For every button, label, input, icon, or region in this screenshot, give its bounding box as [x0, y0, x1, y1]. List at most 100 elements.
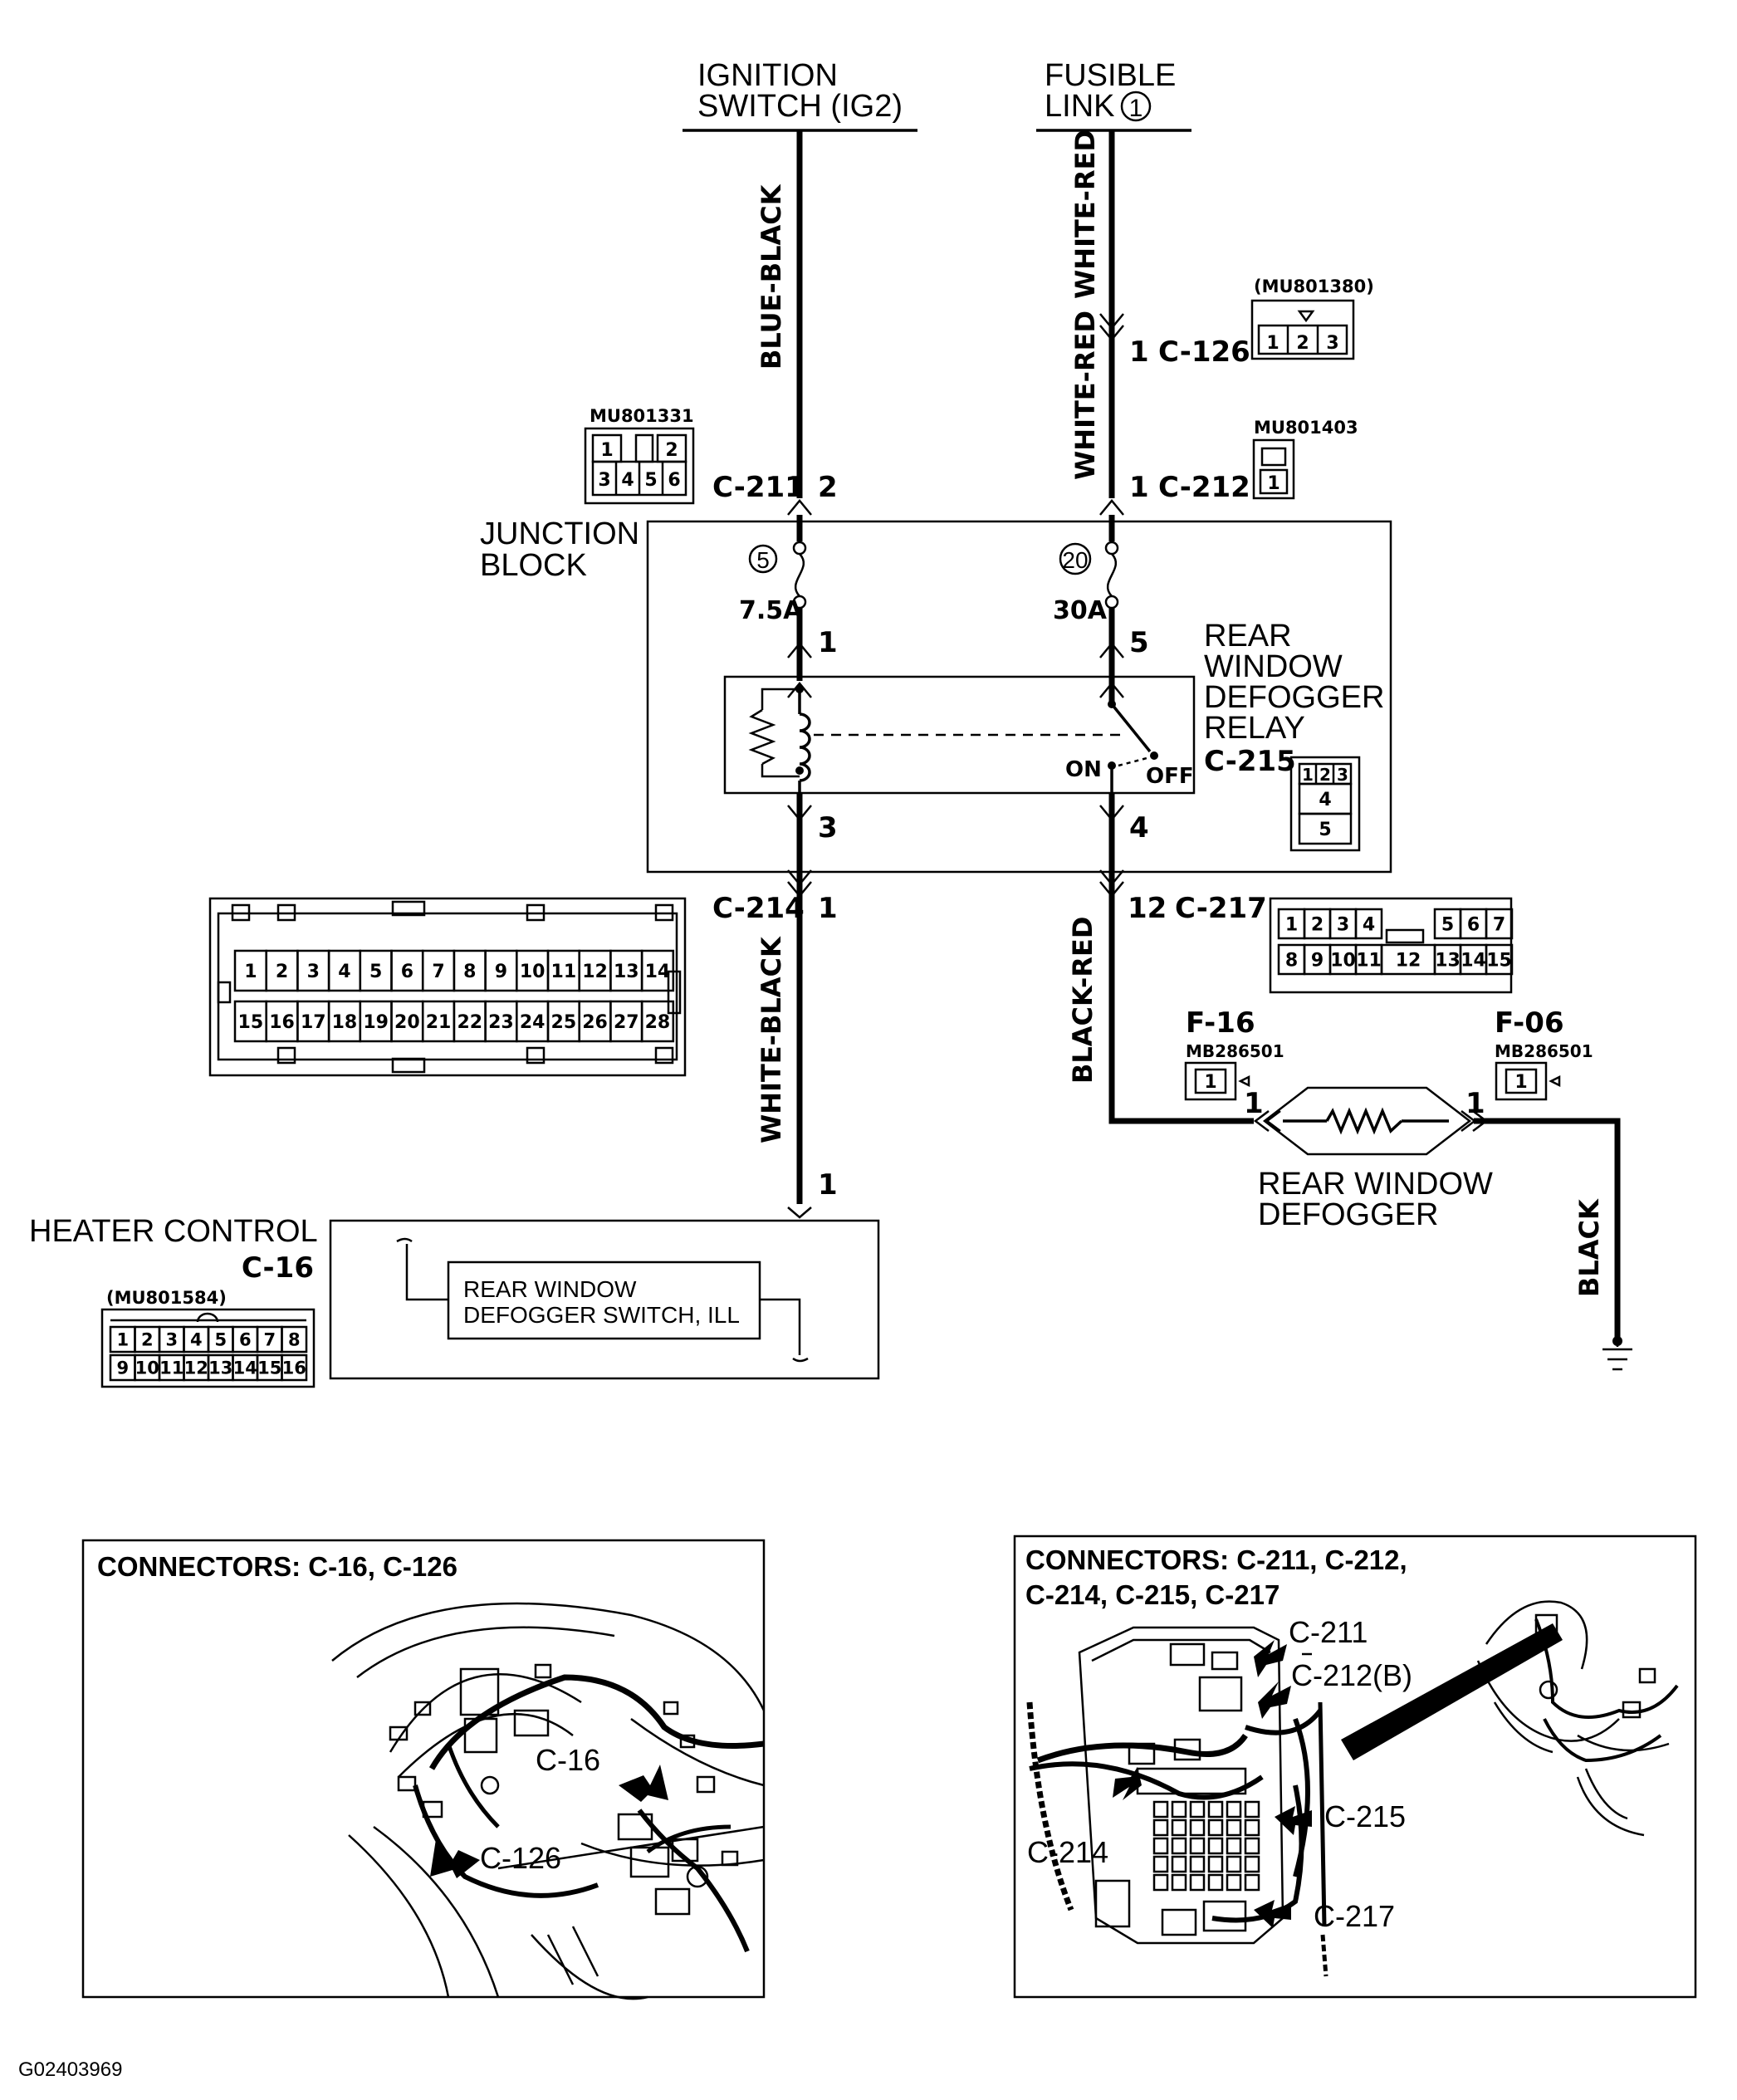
wire-label-white-black: WHITE-BLACK	[756, 936, 787, 1143]
f16-pin-1: 1	[1204, 1072, 1216, 1093]
c217-pin-1: 1	[1285, 914, 1298, 935]
c16-pin-12: 12	[184, 1358, 208, 1378]
c214-pin-1: 1	[244, 962, 257, 982]
c217-pin-12: 12	[1396, 950, 1421, 971]
fuse-slot	[1171, 1819, 1187, 1837]
heater-control-outline	[329, 1219, 880, 1380]
panel-left-frame	[81, 1539, 766, 1999]
c16-pin-10: 10	[135, 1358, 159, 1378]
fuse-slot	[1152, 1873, 1169, 1892]
fuse-slot	[1207, 1800, 1224, 1819]
c16-pin-2: 2	[141, 1330, 154, 1350]
jb-pin-r-out: 4	[1129, 811, 1149, 844]
fuse-slot	[1152, 1800, 1169, 1819]
c214-pin-12: 12	[582, 962, 608, 982]
c211-pin-3: 3	[598, 470, 610, 491]
junction-block-label-line2: BLOCK	[480, 548, 587, 583]
junction-block-outline	[646, 520, 1392, 874]
c126-pin-3: 3	[1326, 333, 1338, 354]
ground-symbol	[1602, 1336, 1632, 1371]
connector-c126-marker: 1 C-126	[1099, 313, 1250, 369]
c211-pin-5: 5	[644, 470, 657, 491]
panel-right-frame	[1013, 1535, 1697, 1999]
jb-pin-l-in: 1	[818, 626, 838, 659]
fuse-slot	[1226, 1837, 1242, 1855]
c214-pin-10: 10	[520, 962, 546, 982]
c212-pin-label: 1	[1129, 471, 1149, 504]
connector-c214-marker: C-214 1	[712, 869, 838, 925]
c214-pin-7: 7	[432, 962, 444, 982]
junction-block-illustration	[1026, 1600, 1679, 1977]
fuse-slot	[1244, 1819, 1260, 1837]
connector-c217-marker: 12 C-217	[1099, 869, 1267, 925]
c126-pin-1: 1	[1266, 333, 1279, 354]
c217-cell	[1485, 943, 1514, 976]
c217-pin-2: 2	[1311, 914, 1324, 935]
ignition-label-line2: SWITCH (IG2)	[697, 89, 903, 124]
fuse-slot	[1244, 1837, 1260, 1855]
c16-pin-9: 9	[116, 1358, 129, 1378]
fuse-slot	[1152, 1837, 1169, 1855]
panel-left-callout-c126: C-126	[480, 1841, 561, 1875]
jb-pin-r-in: 5	[1129, 626, 1149, 659]
c217-pin-10: 10	[1330, 950, 1356, 971]
connector-c211-marker: C-211 2	[712, 471, 838, 516]
c214-pin-27: 27	[614, 1012, 639, 1033]
c214-pin-28: 28	[645, 1012, 671, 1033]
c212-name-label: C-212	[1158, 471, 1250, 504]
c217-pin-7: 7	[1493, 914, 1505, 935]
relay-outline	[723, 675, 1196, 795]
c211-part-number: MU801331	[590, 406, 694, 426]
c217-name-label: C-217	[1175, 892, 1267, 925]
c214-pin-8: 8	[463, 962, 476, 982]
c16-pin-1: 1	[116, 1330, 129, 1350]
c214-name-label: C-214	[712, 892, 805, 925]
c215-pin-4: 4	[1319, 790, 1331, 810]
panel-right-callout-c217: C-217	[1314, 1899, 1395, 1933]
fusible-link-number-circle	[1120, 91, 1152, 122]
c217-cell	[1485, 908, 1514, 940]
f06-part-number: MB286501	[1495, 1041, 1593, 1061]
connector-c212-marker: 1 C-212	[1099, 471, 1250, 516]
heater-pin-label: 1	[818, 1168, 838, 1202]
fuse-5: 5 7.5A 1	[739, 515, 838, 681]
fuse-slot	[1189, 1855, 1206, 1873]
connector-c126-face: (MU801380) 1 2 3	[1250, 277, 1374, 360]
c214-pin-label: 1	[818, 892, 838, 925]
c126-pin-label: 1	[1129, 335, 1149, 369]
c214-pin-14: 14	[645, 962, 671, 982]
fuse-20-number: 20	[1062, 547, 1088, 573]
defogger-relay: ON OFF	[723, 675, 1196, 795]
c217-pin-3: 3	[1337, 914, 1349, 935]
fuse-20-rating: 30A	[1053, 596, 1108, 625]
c211-pin-6: 6	[668, 470, 680, 491]
jb-pin-l-out: 3	[818, 811, 838, 844]
switch-label-line1: REAR WINDOW	[463, 1276, 637, 1302]
c214-pin-19: 19	[363, 1012, 389, 1033]
c214-cell	[640, 1000, 675, 1043]
fuse-slot	[1226, 1819, 1242, 1837]
relay-on-label: ON	[1065, 757, 1102, 782]
c215-pin-3: 3	[1337, 765, 1348, 785]
c16-pin-7: 7	[263, 1330, 276, 1350]
c16-name-label: C-16	[242, 1251, 314, 1285]
c211-pin-4: 4	[621, 470, 634, 491]
c16-pin-6: 6	[239, 1330, 252, 1350]
rear-window-defogger: REAR WINDOW DEFOGGER	[1253, 1086, 1493, 1232]
c16-pin-15: 15	[257, 1358, 281, 1378]
fuse-slot	[1189, 1837, 1206, 1855]
c214-pin-26: 26	[582, 1012, 608, 1033]
fuse-slot	[1171, 1873, 1187, 1892]
fuse-slot	[1189, 1873, 1206, 1892]
c217-cell	[1354, 908, 1383, 940]
fuse-slot	[1226, 1855, 1242, 1873]
c214-pin-20: 20	[394, 1012, 420, 1033]
c214-pin-3: 3	[307, 962, 320, 982]
c217-pin-5: 5	[1441, 914, 1454, 935]
c217-pin-11: 11	[1356, 950, 1382, 971]
c16-pin-14: 14	[233, 1358, 257, 1378]
c16-pin-13: 13	[208, 1358, 232, 1378]
